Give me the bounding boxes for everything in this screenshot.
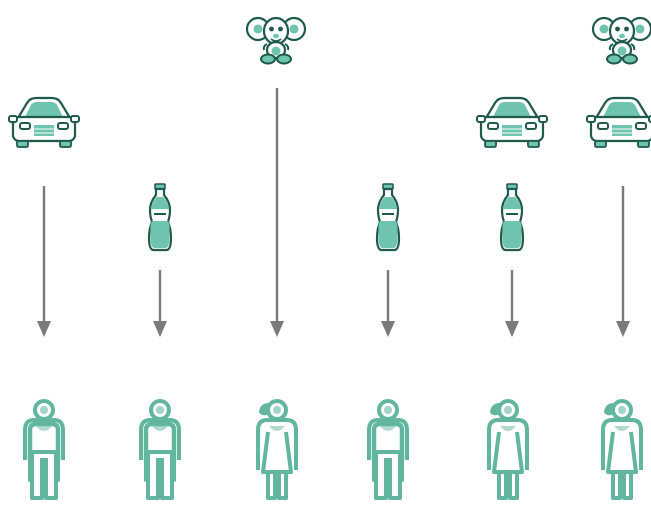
arrow-head (616, 321, 630, 337)
boy-icon (25, 401, 63, 498)
car-icon (587, 98, 651, 147)
car-icon (477, 98, 547, 147)
soda-bottle-icon (377, 184, 399, 250)
soda-bottle-icon (501, 184, 523, 250)
arrow-head (270, 321, 284, 337)
boy-icon (141, 401, 179, 498)
girl-icon (489, 401, 527, 498)
arrow-head (37, 321, 51, 337)
arrow-head (153, 321, 167, 337)
arrow-head (505, 321, 519, 337)
car-icon (9, 98, 79, 147)
cheburashka-toy-icon (247, 18, 305, 64)
boy-icon (369, 401, 407, 498)
soda-bottle-icon (149, 184, 171, 250)
girl-icon (258, 401, 296, 498)
cheburashka-toy-icon (593, 18, 651, 64)
girl-icon (603, 401, 641, 498)
arrow-head (381, 321, 395, 337)
